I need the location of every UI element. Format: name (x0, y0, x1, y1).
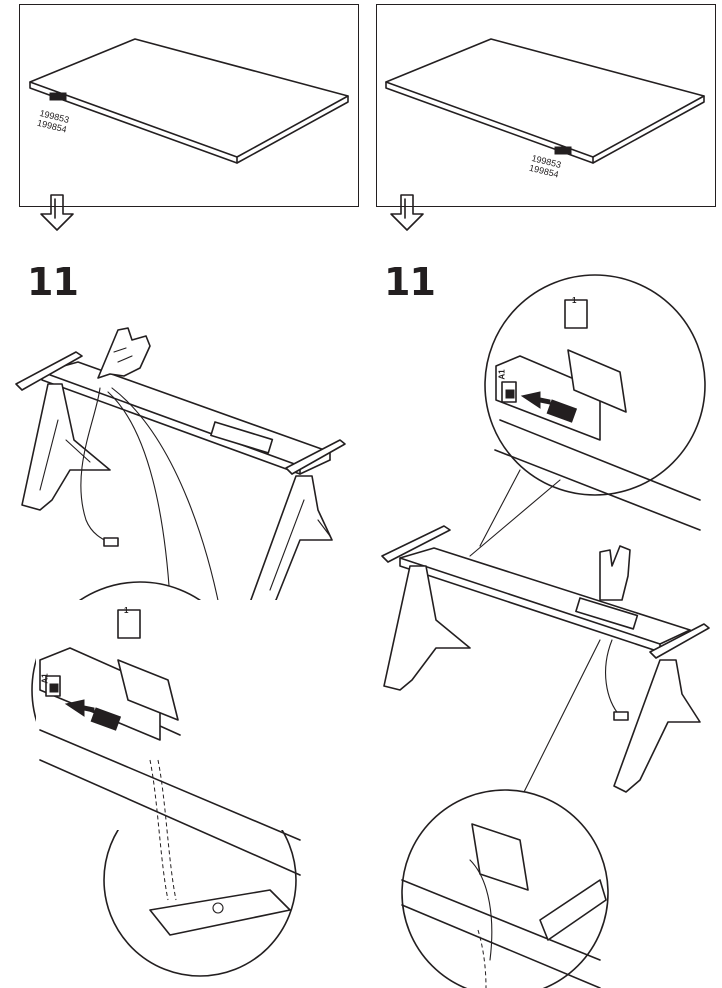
down-arrow-icon (40, 194, 74, 231)
step-number-left: 11 (27, 260, 79, 304)
label-sticker-icon (49, 92, 67, 101)
detail-magnifier-left (31, 387, 301, 977)
label-sticker-icon (554, 146, 572, 155)
step-number-right: 11 (384, 260, 436, 304)
detail-magnifier-right (469, 274, 706, 557)
port-label-1: 1 (124, 606, 129, 615)
port-label-a1: A1 (497, 369, 507, 380)
desk-frame-left (15, 351, 346, 615)
down-arrow-icon (390, 194, 424, 231)
desk-frame-right (381, 525, 710, 793)
tabletop-right (385, 38, 705, 164)
port-label-a1: A1 (40, 673, 50, 684)
detail-magnifier-right-bottom (401, 639, 609, 988)
pointing-hand-icon (599, 545, 631, 601)
pointing-hand-icon (97, 327, 151, 379)
port-label-1: 1 (572, 296, 577, 305)
tabletop-left (29, 38, 349, 164)
